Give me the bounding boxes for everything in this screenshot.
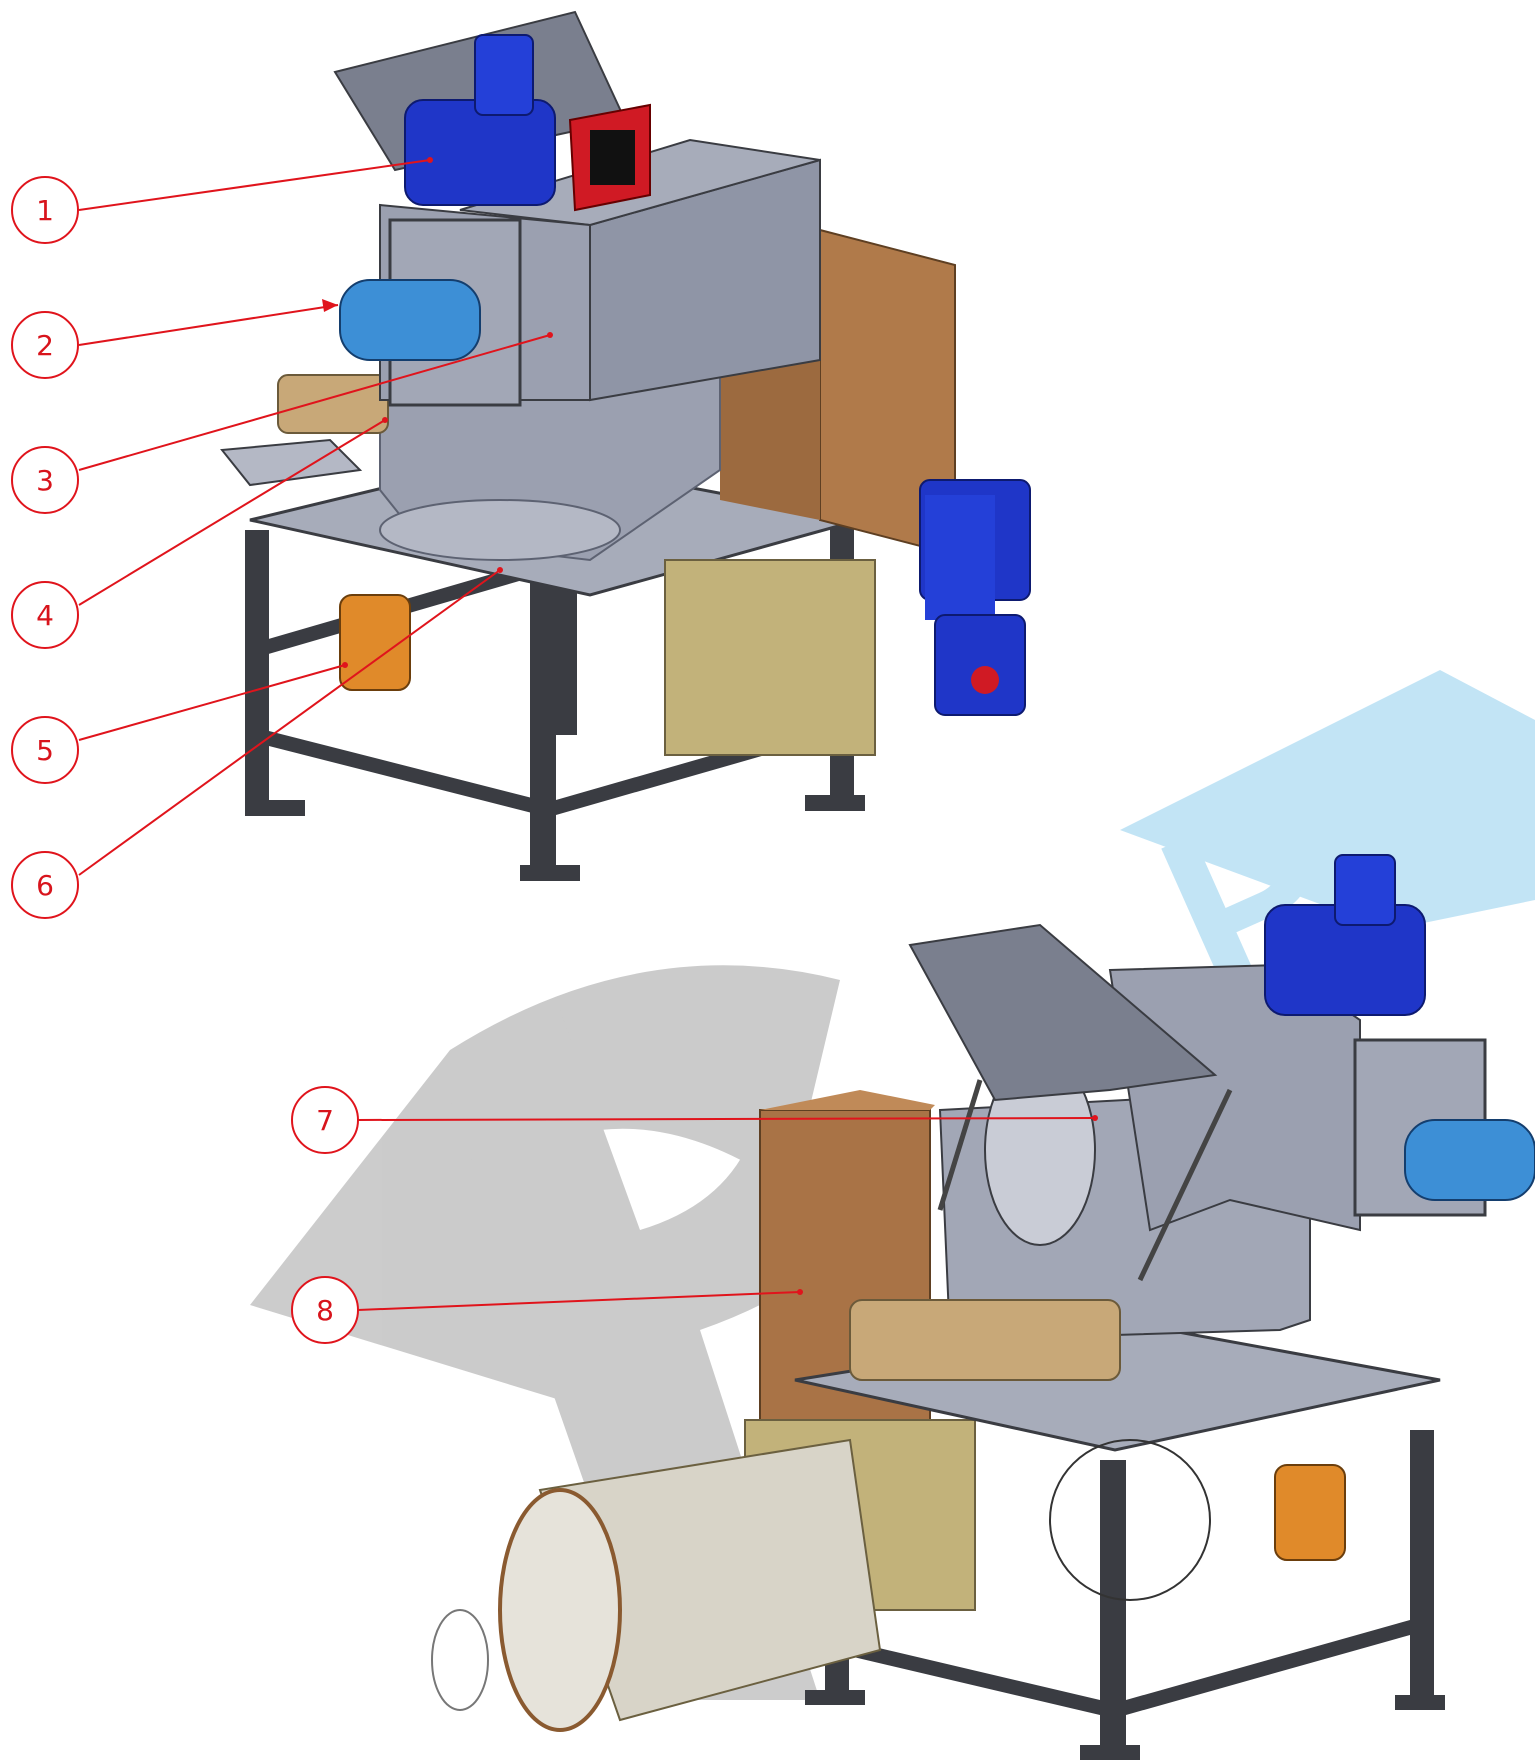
callout-3-dot [547, 332, 553, 338]
gear-motor-top [925, 495, 995, 620]
callout-1-dot [427, 157, 433, 163]
callout-label-7: 7 [316, 1104, 334, 1137]
duct-flange [431, 1609, 489, 1711]
callout-label-5: 5 [36, 734, 54, 767]
gas-strut-left [937, 1079, 983, 1211]
machine-top [220, 10, 1031, 881]
callout-8-leader [357, 1291, 801, 1311]
filter-pad-top [277, 374, 389, 434]
callout-7-leader [357, 1117, 1096, 1121]
machine-bottom [431, 854, 1535, 1760]
watermark-blue-stroke [1120, 670, 1535, 930]
lid-open-bottom [908, 923, 1218, 1102]
callout-7-dot [1092, 1115, 1098, 1121]
callout-label-6: 6 [36, 869, 54, 902]
vibrator-motor-top [339, 594, 411, 691]
callout-2-leader [78, 304, 339, 346]
filter-pad-bottom [849, 1299, 1121, 1381]
duct-opening [498, 1488, 622, 1732]
gas-strut-right [1137, 1088, 1233, 1282]
callout-bubble-8: 8 [291, 1276, 359, 1344]
callout-1-leader [78, 159, 431, 211]
callout-5-leader [78, 664, 346, 741]
pneumatic-cylinder-bottom [1404, 1119, 1535, 1201]
hopper-ring-top [379, 499, 621, 561]
fan-motor-bottom [1334, 854, 1396, 926]
fan-housing-top [404, 99, 556, 206]
callouts: 1 2 3 4 5 6 7 8 [11, 157, 1098, 1344]
callout-label-2: 2 [36, 329, 54, 362]
callout-2-arrowhead [322, 299, 338, 312]
callout-4-leader [78, 419, 386, 606]
callout-4-dot [382, 417, 388, 423]
callout-label-4: 4 [36, 599, 54, 632]
vent-grill-inner [590, 130, 635, 185]
callout-label-8: 8 [316, 1294, 334, 1327]
callout-bubble-4: 4 [11, 581, 79, 649]
olive-box-top [664, 559, 876, 756]
callout-6-dot [497, 567, 503, 573]
callout-bubble-7: 7 [291, 1086, 359, 1154]
callout-bubble-2: 2 [11, 311, 79, 379]
callout-8-dot [797, 1289, 803, 1295]
gear-motor-shaft-top [971, 666, 999, 694]
copper-box-top-face [760, 1090, 935, 1110]
vibrator-motor-bottom [1274, 1464, 1346, 1561]
detail-circle [1049, 1439, 1211, 1601]
callout-bubble-5: 5 [11, 716, 79, 784]
callout-bubble-6: 6 [11, 851, 79, 919]
callout-3-leader [78, 334, 551, 471]
callout-6-leader [78, 569, 501, 876]
gear-motor-head-top [934, 614, 1026, 716]
callout-bubble-1: 1 [11, 176, 79, 244]
shelf-top [220, 438, 363, 487]
pneumatic-cylinder-top [339, 279, 481, 361]
callout-label-1: 1 [36, 194, 54, 227]
callout-5-dot [342, 662, 348, 668]
callout-label-3: 3 [36, 464, 54, 497]
callout-bubble-3: 3 [11, 446, 79, 514]
fan-motor-top [474, 34, 534, 116]
